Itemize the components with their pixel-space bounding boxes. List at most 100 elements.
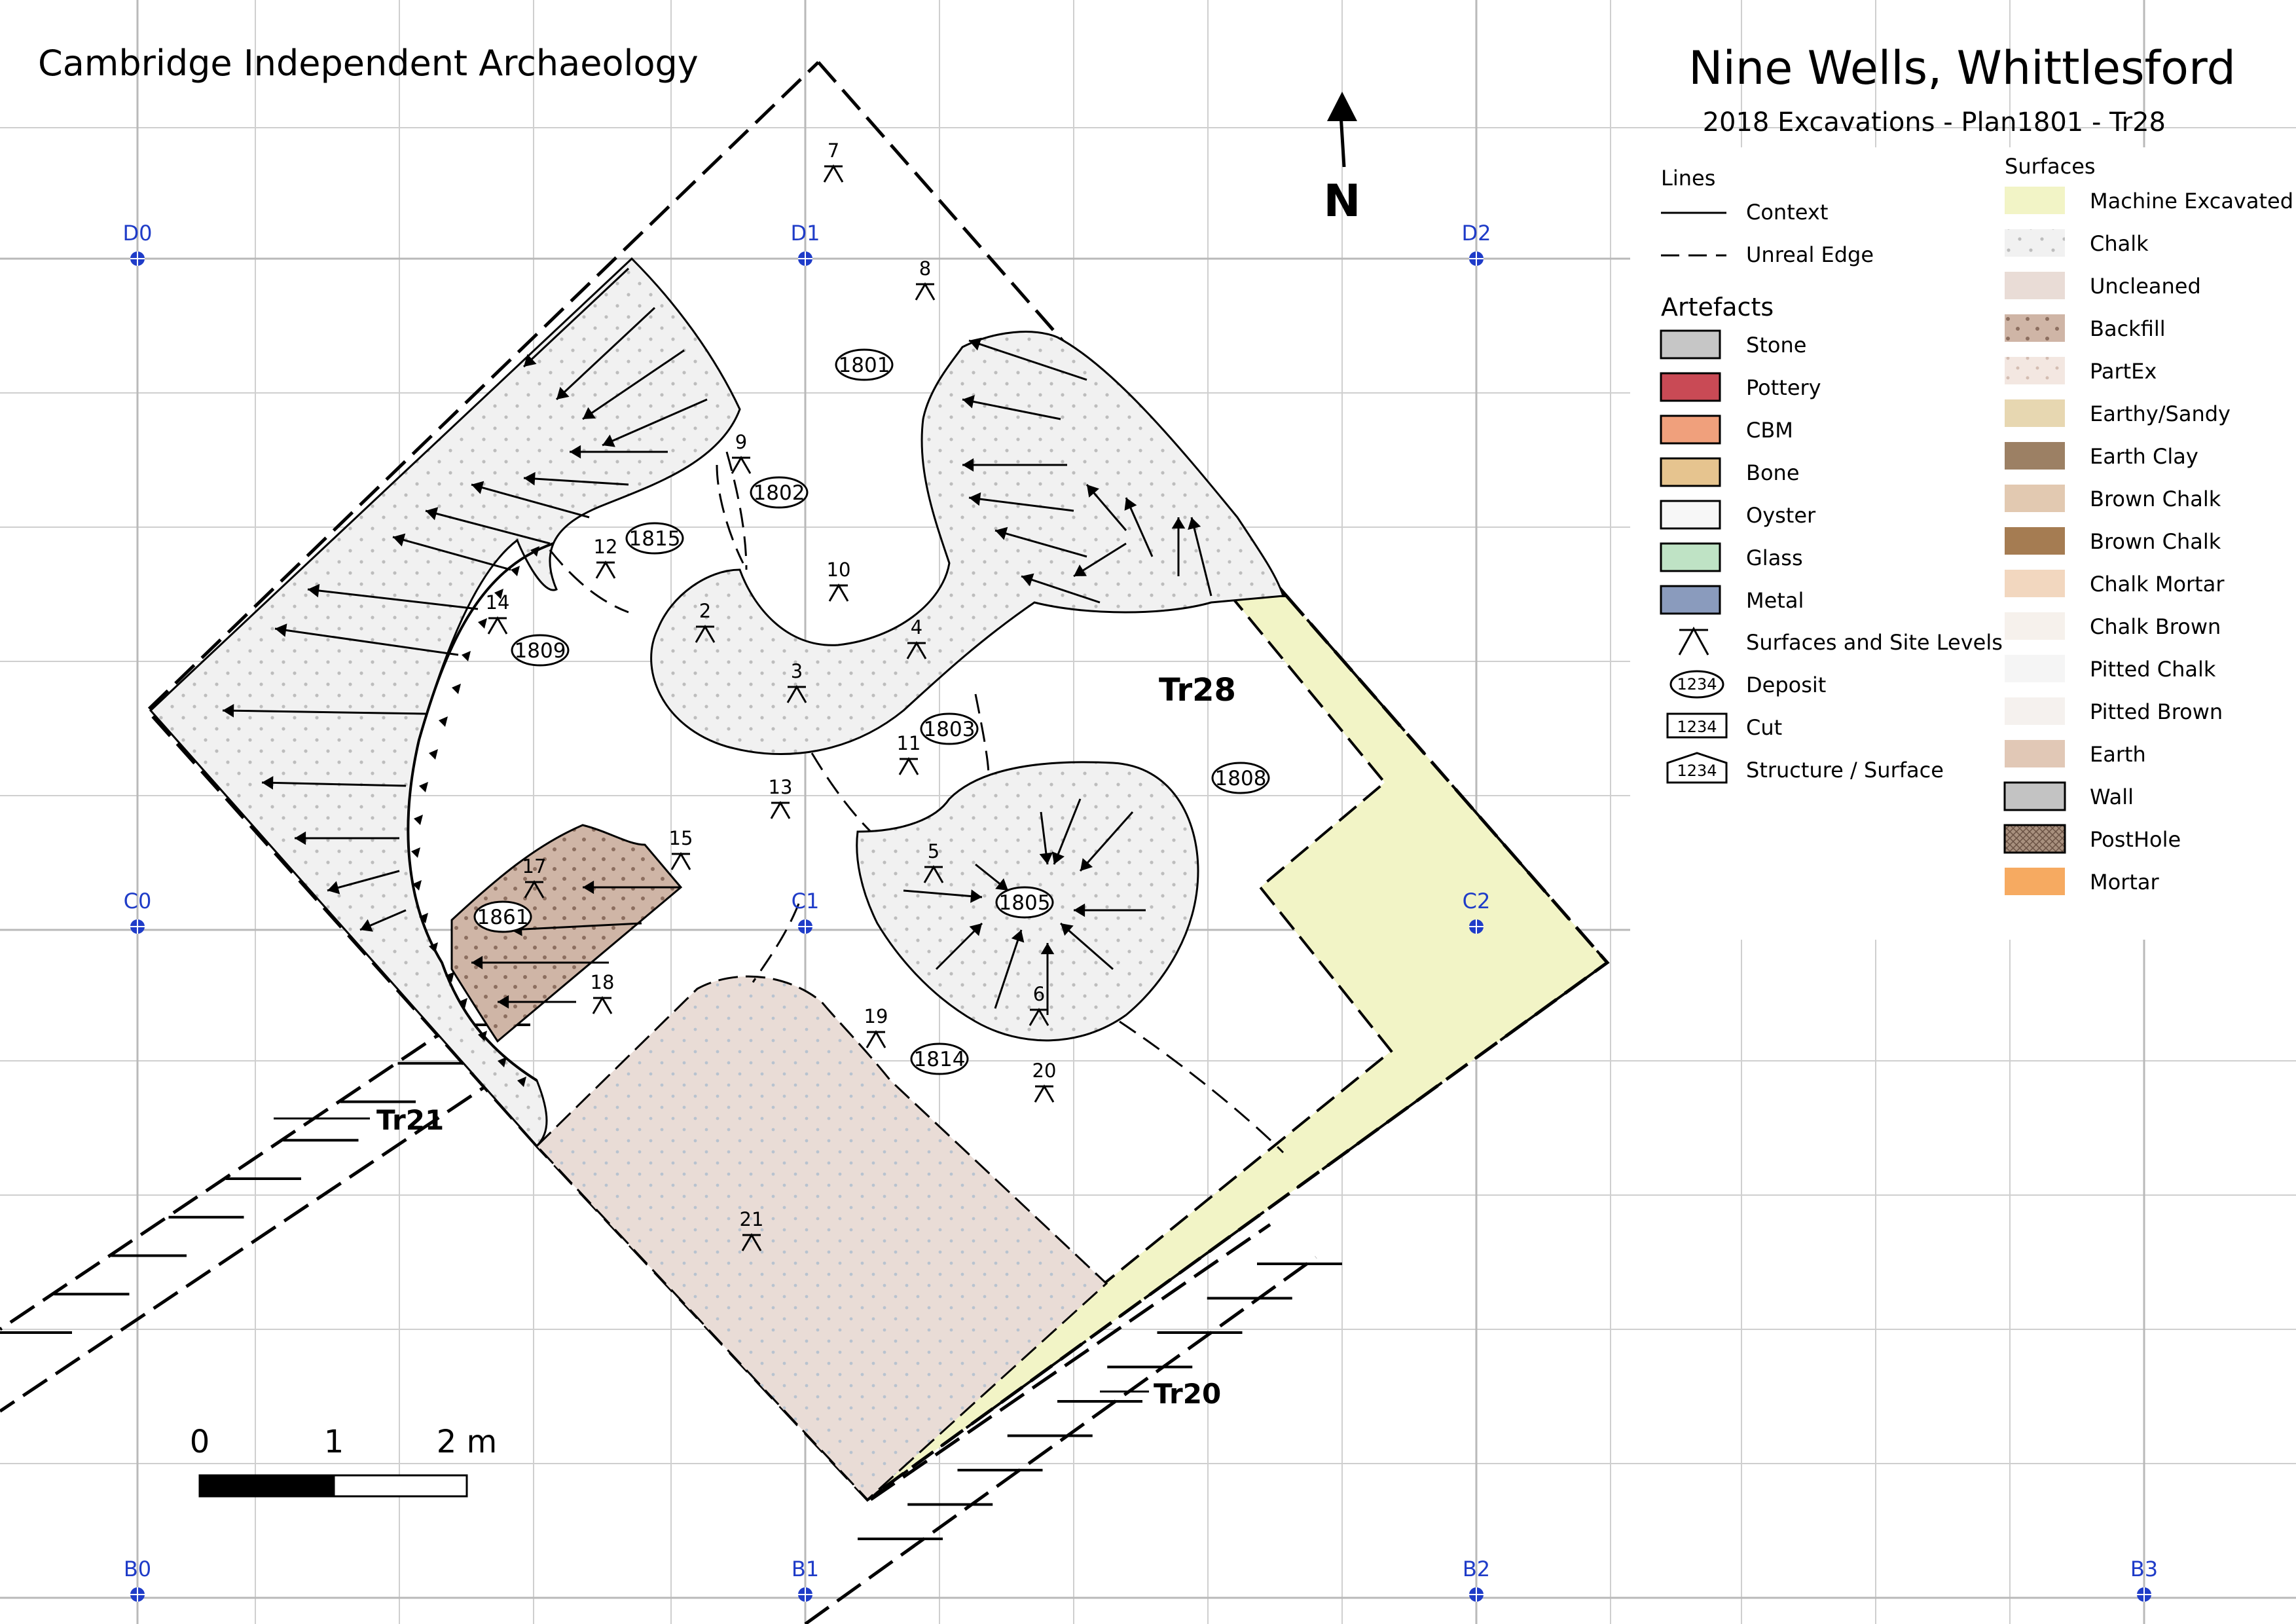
deposit-symbol-icon (1669, 670, 1724, 699)
plan-title: 2018 Excavations - Plan1801 - Tr28 (1703, 107, 2166, 138)
site-level-icon (595, 561, 616, 579)
site-level-label: 20 (1032, 1060, 1057, 1082)
legend-surface-swatch (2005, 740, 2065, 767)
site-level-label: 11 (897, 732, 921, 754)
site-level-label: 4 (911, 616, 922, 638)
site-level-icon (487, 616, 508, 635)
legend-surfaces-heading: Surfaces (2005, 154, 2096, 179)
site-level-label: 21 (740, 1208, 764, 1230)
legend-surface-label: Uncleaned (2090, 274, 2201, 299)
legend-artefact-label: Oyster (1746, 503, 1816, 528)
legend-surface-label: Mortar (2090, 870, 2160, 895)
deposit-marker (750, 476, 809, 509)
legend-surface-swatch (2005, 527, 2065, 555)
deposit-label: 1801 (839, 354, 890, 377)
grid-label: C2 (1463, 889, 1491, 913)
site-level-icon (786, 685, 807, 703)
site-level-icon (592, 996, 613, 1014)
legend-surface-swatch (2003, 781, 2066, 811)
grid-label: C0 (124, 889, 152, 913)
deposit-label: 1861 (477, 906, 529, 929)
unreal-edges (549, 451, 1285, 1154)
deposit-marker (1211, 762, 1270, 794)
site-level-icon (906, 641, 927, 659)
site-level-label: 17 (522, 855, 547, 877)
legend-surface-swatch (2003, 824, 2066, 854)
chalk-deposit-1809 (149, 257, 741, 1148)
legend-surface-label: Pitted Chalk (2090, 657, 2216, 682)
legend-symbol-sample: 1234 (1677, 675, 1717, 693)
deposit-label: 1802 (754, 481, 805, 505)
deposit-label: 1815 (629, 527, 681, 551)
site-level-label: 9 (735, 431, 747, 453)
grid-label: D2 (1462, 221, 1491, 246)
backfill-deposit-1861 (450, 824, 683, 1043)
legend-surface-label: Chalk (2090, 231, 2149, 256)
legend: Lines Context Unreal Edge Artefacts Ston… (1630, 147, 2296, 940)
legend-surface-swatch (2005, 187, 2065, 214)
legend-lines-heading: Lines (1661, 166, 1715, 191)
legend-surface-label: PartEx (2090, 359, 2157, 384)
deposit-label: 1814 (914, 1048, 966, 1071)
legend-symbol-label: Surfaces and Site Levels (1746, 630, 2003, 655)
legend-line-context: Context (1746, 200, 1828, 225)
cut-symbol-icon (1666, 712, 1728, 739)
legend-surface-label: Brown Chalk (2090, 487, 2221, 511)
legend-swatch (1660, 500, 1721, 530)
legend-symbol-label: Structure / Surface (1746, 758, 1944, 783)
deposit-label: 1805 (999, 891, 1051, 915)
legend-swatch (1660, 329, 1721, 360)
legend-surface-label: Earthy/Sandy (2090, 401, 2231, 426)
deposit-marker (910, 1043, 969, 1075)
site-level-label: 15 (669, 827, 693, 849)
legend-symbol-sample: 1234 (1677, 762, 1717, 780)
legend-surface-label: PostHole (2090, 827, 2181, 852)
trench-label-tr20: Tr20 (1154, 1378, 1221, 1410)
site-level-label: 7 (828, 139, 839, 162)
north-arrow: N (1324, 92, 1360, 227)
scale-label-0: 0 (190, 1424, 210, 1460)
scale-label-1: 1 (324, 1424, 344, 1460)
legend-surface-swatch (2005, 655, 2065, 682)
legend-swatch (1660, 415, 1721, 445)
site-level-icon (770, 801, 791, 819)
deposit-label: 1803 (924, 718, 975, 741)
legend-surface-swatch (2005, 314, 2065, 342)
structure-symbol-icon (1666, 752, 1728, 784)
level-symbol-icon (1678, 626, 1709, 655)
site-level-label: 8 (919, 257, 931, 280)
legend-surface-swatch (2005, 399, 2065, 427)
legend-surface-label: Brown Chalk (2090, 529, 2221, 554)
legend-surface-swatch (2005, 272, 2065, 299)
deposit-marker (920, 712, 979, 745)
site-level-icon (731, 456, 752, 474)
chalk-deposit-1802 (650, 331, 1285, 755)
legend-artefact-label: Bone (1746, 460, 1800, 485)
grid-label: D0 (123, 221, 153, 246)
legend-artefact-label: Metal (1746, 588, 1804, 613)
posthole-cut-edge (407, 542, 554, 1087)
trench-tr21 (0, 1020, 530, 1413)
site-level-label: 19 (864, 1005, 888, 1027)
legend-surface-swatch (2005, 229, 2065, 257)
legend-swatch (1660, 457, 1721, 487)
site-level-label: 3 (791, 660, 803, 682)
site-level-label: 5 (928, 840, 939, 862)
legend-surface-label: Machine Excavated (2090, 189, 2293, 213)
site-level-icon (741, 1233, 762, 1251)
site-title: Nine Wells, Whittlesford (1688, 41, 2236, 95)
legend-artefact-label: Stone (1746, 333, 1806, 358)
legend-artefact-label: Glass (1746, 545, 1803, 570)
legend-surface-swatch (2005, 442, 2065, 470)
site-level-icon (695, 625, 716, 643)
site-level-icon (1029, 1008, 1049, 1026)
grid-label: B3 (2130, 1557, 2158, 1581)
deposit-marker (473, 900, 532, 933)
site-level-icon (828, 583, 849, 602)
grid-label: B1 (792, 1557, 819, 1581)
legend-surface-swatch (2005, 485, 2065, 512)
site-level-label: 10 (827, 559, 851, 581)
scale-bar: 0 1 2 m (190, 1424, 497, 1498)
site-level-icon (915, 282, 936, 301)
